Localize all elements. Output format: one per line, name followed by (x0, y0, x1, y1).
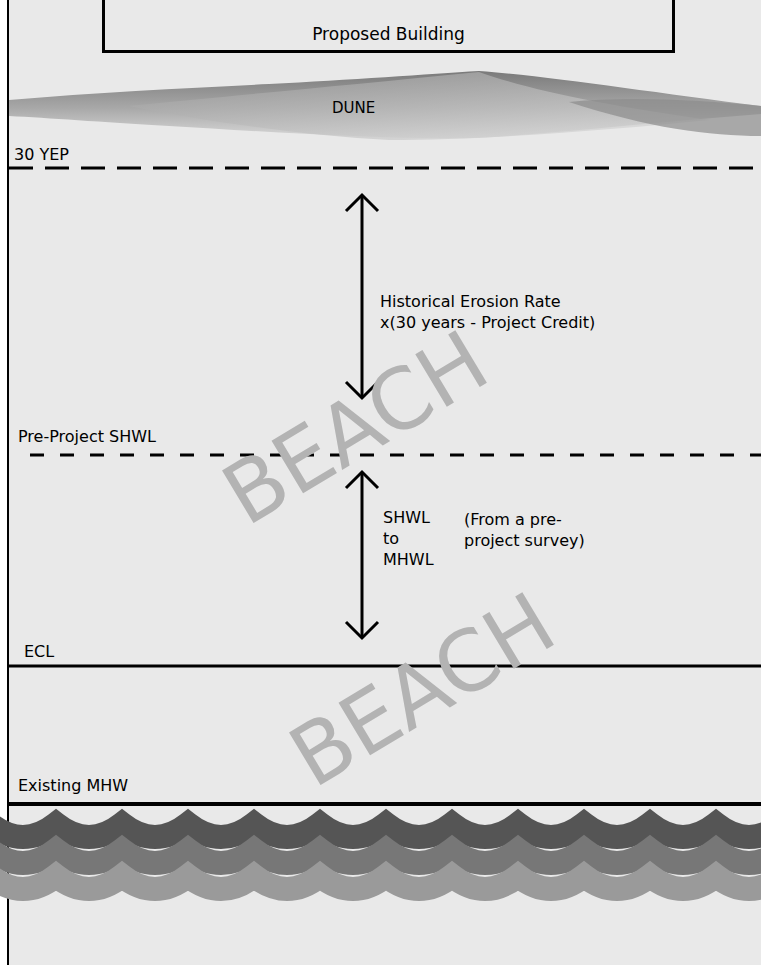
line-label: Pre-Project SHWL (18, 427, 156, 448)
dune-label: DUNE (332, 99, 375, 117)
dune-outline (9, 66, 761, 146)
line-label: 30 YEP (14, 145, 69, 166)
mhw-line (9, 802, 761, 806)
dimension-note: SHWL to MHWL (383, 508, 434, 570)
box-title: Proposed Building (312, 24, 465, 44)
building-box: Proposed Building (102, 0, 675, 53)
line-label: ECL (24, 642, 54, 663)
line-label: Existing MHW (18, 776, 128, 797)
yep-line (9, 167, 761, 170)
dune-shape: DUNE (9, 66, 761, 146)
dimension-note: Historical Erosion Rate x(30 years - Pro… (380, 292, 645, 334)
left-border (7, 0, 9, 965)
dimension-note: (From a pre-project survey) (464, 510, 614, 552)
waves (0, 824, 761, 889)
